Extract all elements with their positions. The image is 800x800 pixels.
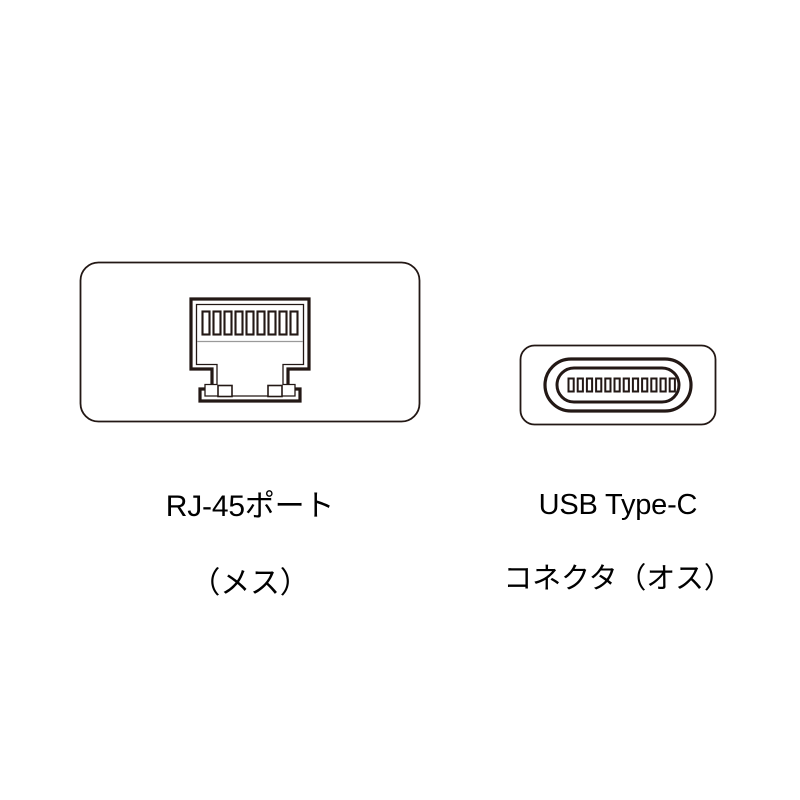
rj45-port-graphic [79, 261, 421, 423]
usbc-caption-line-2: コネクタ（オス） [503, 563, 733, 596]
usbc-pin [585, 377, 594, 393]
rj45-pin [256, 310, 266, 336]
usbc-pin [604, 377, 612, 393]
usbc-pin [576, 377, 584, 393]
rj45-pin [223, 310, 233, 336]
rj45-caption: RJ-45ポート （メス） [80, 450, 420, 642]
rj45-latch-notches [217, 384, 283, 398]
usbc-pin [641, 377, 649, 393]
usbc-caption: USB Type-C コネクタ（オス） [498, 450, 738, 636]
rj45-caption-line-2: （メス） [190, 567, 310, 601]
usbc-pin [631, 377, 640, 393]
usbc-connector-graphic [519, 344, 717, 426]
rj45-latch-notch [217, 384, 233, 398]
rj45-pin [234, 310, 244, 336]
usbc-caption-line-1: USB Type-C [538, 489, 698, 522]
rj45-pin-group [201, 310, 299, 336]
rj45-caption-line-1: RJ-45ポート [165, 490, 335, 524]
usbc-pin [668, 377, 676, 393]
rj45-pin [278, 310, 288, 336]
rj45-pin [201, 310, 211, 336]
usbc-pin [613, 377, 621, 393]
rj45-pin [245, 310, 255, 336]
usbc-pin [595, 377, 603, 393]
usbc-pin [567, 377, 575, 393]
usbc-pin [622, 377, 630, 393]
usbc-pin [650, 377, 658, 393]
rj45-opening-inner [195, 303, 305, 397]
rj45-pin [212, 310, 222, 336]
usbc-pin-group [567, 377, 676, 393]
usbc-pin [659, 377, 667, 393]
rj45-pin [267, 310, 277, 336]
rj45-latch-notch [267, 384, 283, 398]
rj45-pin [289, 310, 299, 336]
